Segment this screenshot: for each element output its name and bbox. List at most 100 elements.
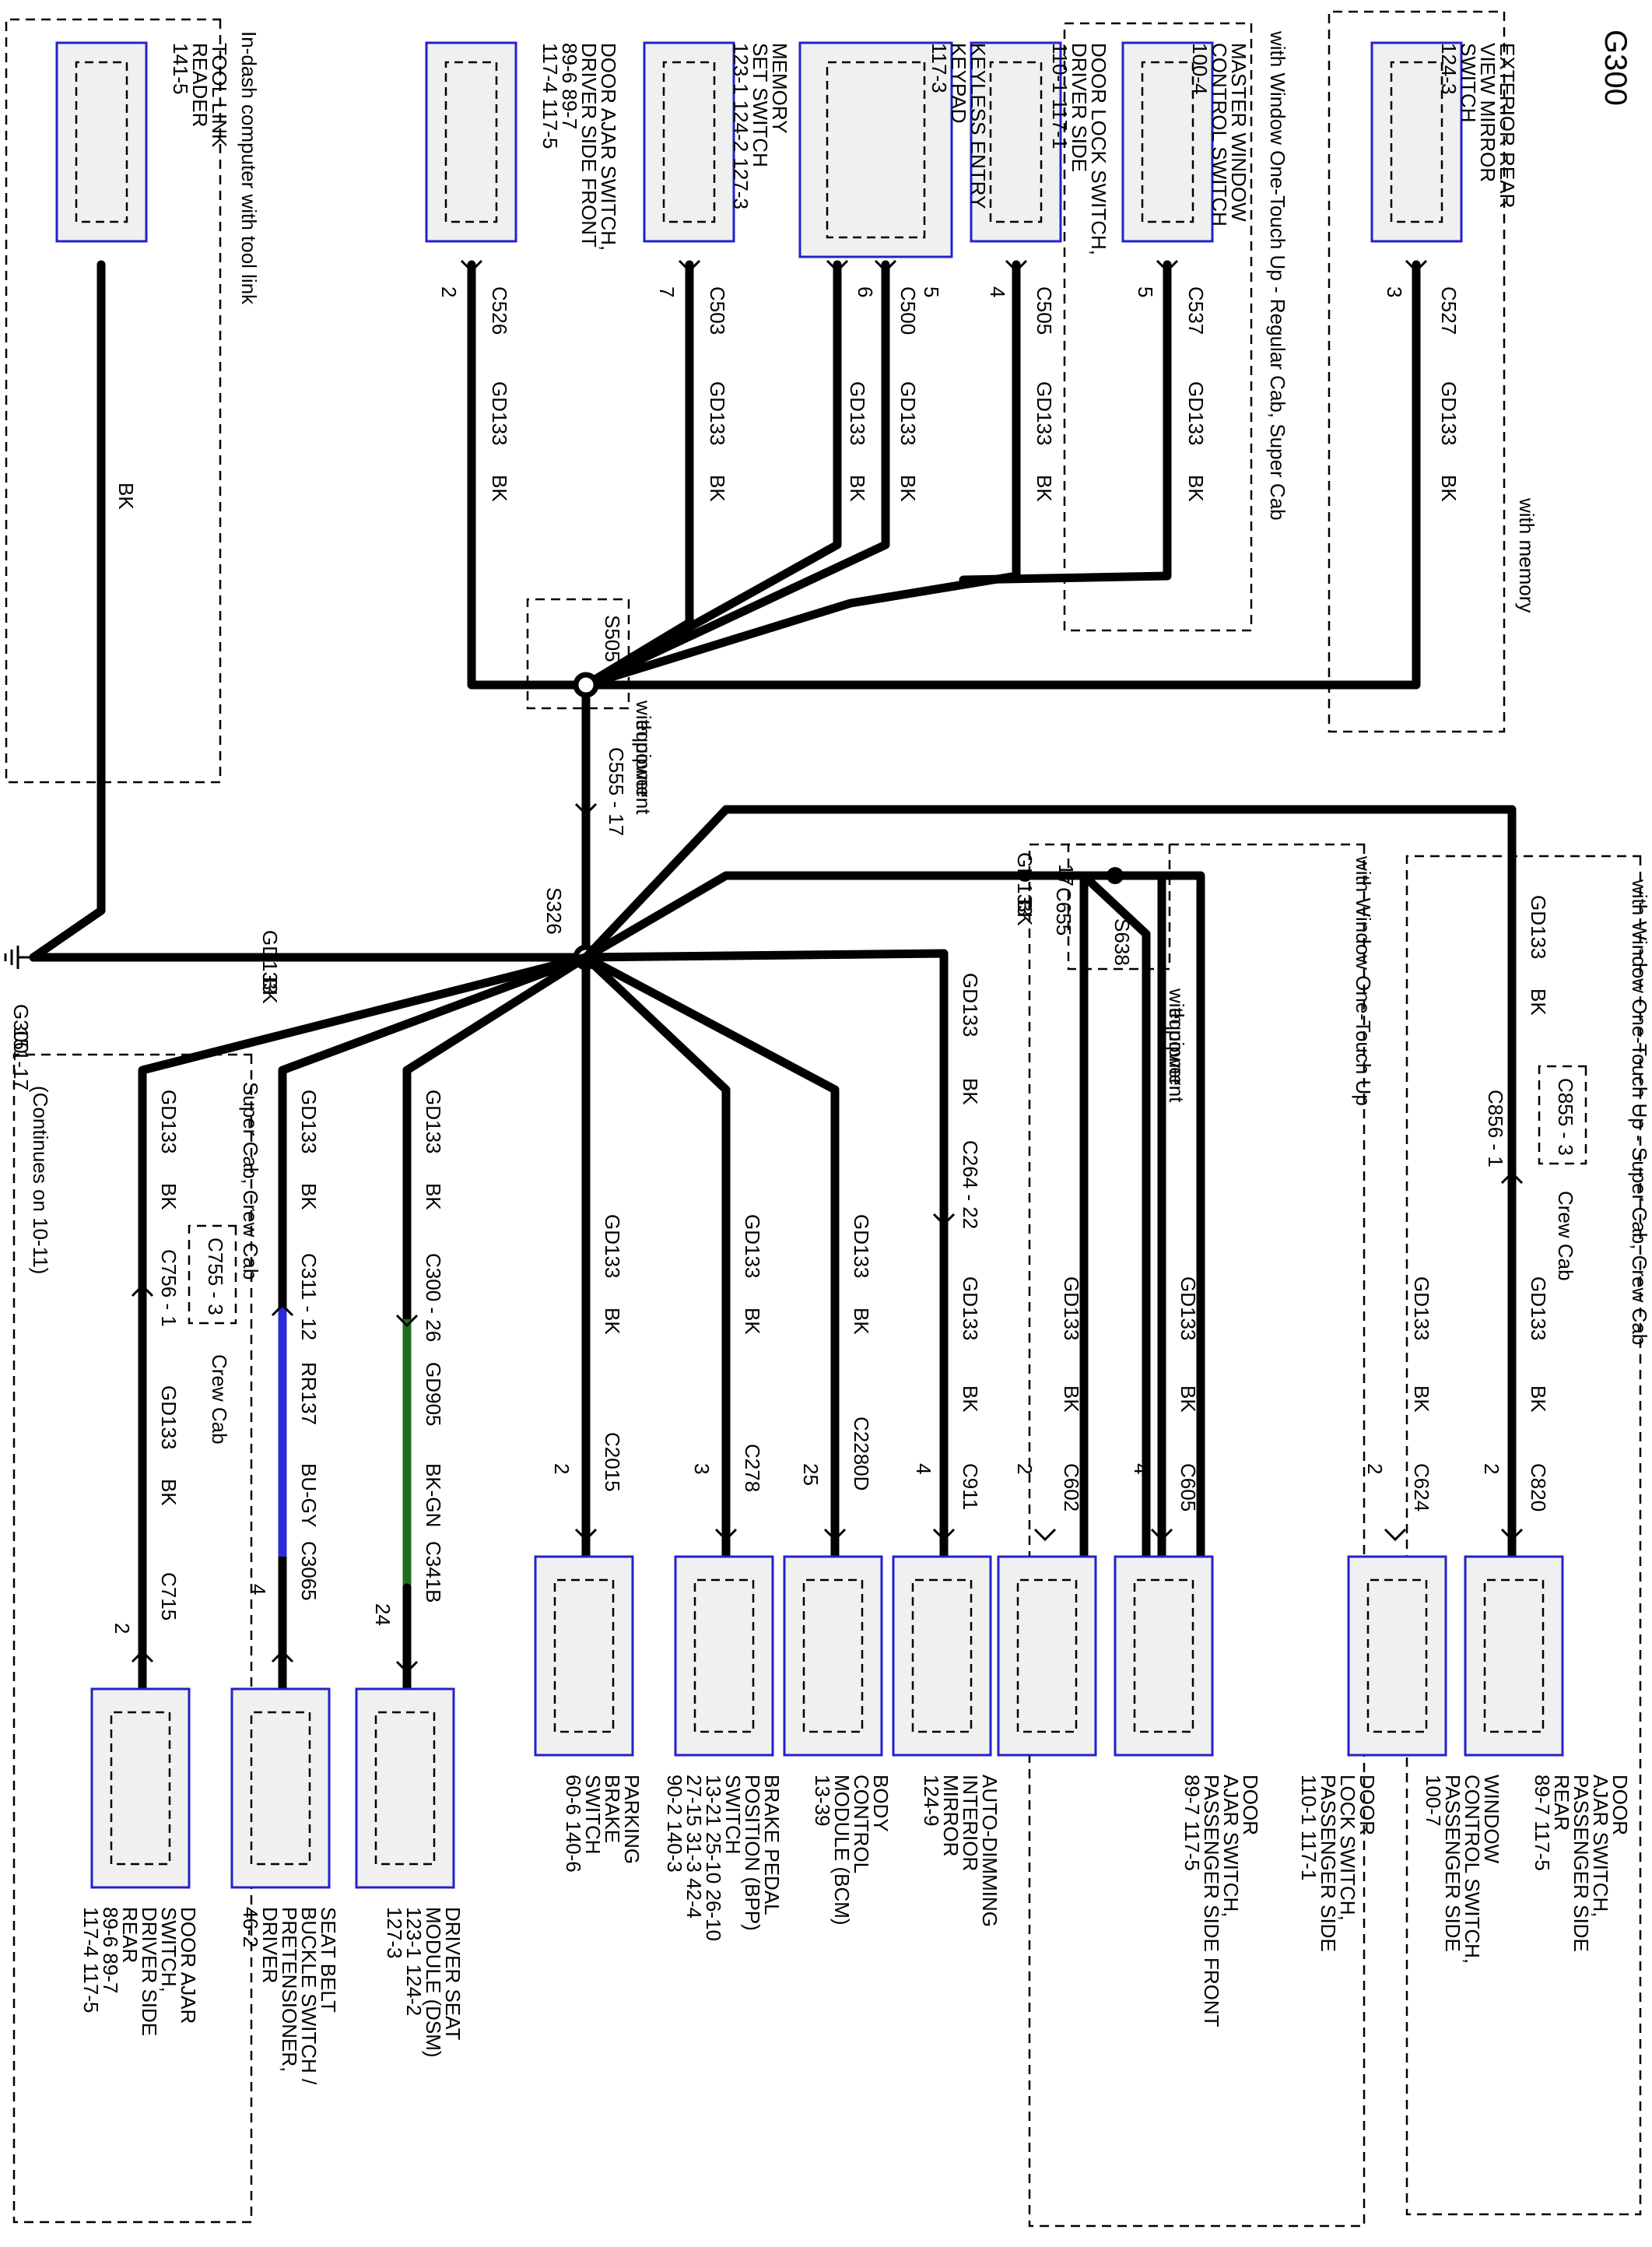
keyless-entry-component: KEYLESS ENTRY KEYPAD 117-3 xyxy=(798,41,990,258)
door-ajar-df-line2: DRIVER SIDE FRONT xyxy=(577,43,601,248)
c503-wire-gd: GD133 xyxy=(706,381,729,445)
c526-pin: 2 xyxy=(437,286,461,297)
memory-group-box xyxy=(1328,10,1506,733)
bcm-line2: CONTROL xyxy=(850,1775,873,1873)
bpp-line5: 27-15 31-3 42-4 xyxy=(682,1775,706,1919)
c855-box xyxy=(1538,1065,1587,1165)
bottom-connector-arrows xyxy=(131,1171,1524,1674)
bpp-line1: BRAKE PEDAL xyxy=(760,1775,784,1915)
one-touch-regular-group-box xyxy=(1063,22,1253,632)
c624-wire-bk: BK xyxy=(1410,1385,1433,1413)
c500-wire-bk-b: BK xyxy=(846,475,869,502)
dlp-line3: PASSENGER SIDE xyxy=(1317,1775,1340,1952)
door-ajar-driver-rear-component: DOOR AJAR SWITCH, DRIVER SIDE REAR 89-6 … xyxy=(79,1687,200,2036)
dapf-line4: 89-7 117-5 xyxy=(1180,1775,1204,1871)
pb-line1: PARKING xyxy=(620,1775,644,1864)
c311-wire-bk: BK xyxy=(297,1183,321,1210)
c755-label: C755 - 3 xyxy=(204,1238,227,1315)
c505-wire-gd: GD133 xyxy=(1033,381,1056,445)
dsm-line2: MODULE (DSM) xyxy=(422,1907,445,2058)
pb-line3: SWITCH xyxy=(581,1775,605,1855)
one-touch-label: with Window One-Touch Up xyxy=(1352,855,1375,1106)
c2015-label: C2015 xyxy=(601,1432,624,1492)
sb-line1: SEAT BELT xyxy=(317,1907,340,2013)
c537-wire-gd: GD133 xyxy=(1184,381,1208,445)
sb-line5: 46-2 xyxy=(239,1907,262,1947)
c500-wire-gd-b: GD133 xyxy=(846,381,869,445)
tool-link-component: TOOL LINK READER 141-5 xyxy=(55,41,231,243)
tool-link-wire-bk: BK xyxy=(114,483,138,510)
tool-link-line1: TOOL LINK xyxy=(208,43,231,148)
top-connector-arrows xyxy=(460,259,1428,816)
c264-wire-gd-b: GD133 xyxy=(959,1276,982,1340)
c503-pin: 7 xyxy=(655,286,679,297)
dapf-line2: AJAR SWITCH, xyxy=(1219,1775,1243,1917)
c500-pin-b: 6 xyxy=(854,286,877,297)
dlp-line4: 110-1 117-1 xyxy=(1297,1775,1321,1880)
c602-pin: 2 xyxy=(1013,1463,1036,1474)
dapf-line1: DOOR xyxy=(1239,1775,1262,1835)
door-ajar-df-line1: DOOR AJAR SWITCH, xyxy=(597,43,620,251)
memory-seat-component: MEMORY SET SWITCH 123-1 124-2 127-3 xyxy=(643,41,791,243)
door-ajar-pass-front-component: DOOR AJAR SWITCH, PASSENGER SIDE FRONT 8… xyxy=(997,1555,1262,2028)
ground-name: G300 xyxy=(9,1004,33,1054)
c278-label: C278 xyxy=(741,1444,764,1492)
c715-label: C715 xyxy=(157,1572,181,1620)
pb-line4: 60-6 140-6 xyxy=(562,1775,585,1873)
c505-pin: 4 xyxy=(986,286,1009,297)
bpp-line3: SWITCH xyxy=(721,1775,745,1855)
c605-pin: 4 xyxy=(1130,1463,1153,1474)
pb-line2: BRAKE xyxy=(601,1775,624,1843)
door-ajar-pass-rear-component: DOOR AJAR SWITCH, PASSENGER SIDE REAR 89… xyxy=(1464,1555,1632,1952)
wcp-line4: 100-7 xyxy=(1422,1775,1445,1827)
bpp-component: BRAKE PEDAL POSITION (BPP) SWITCH 13-21 … xyxy=(663,1555,784,1941)
exterior-mirror-line2: VIEW MIRROR xyxy=(1476,43,1499,182)
bottom-wires xyxy=(138,805,1517,1698)
c311-wire-gd: GD133 xyxy=(297,1090,321,1153)
c655-wire-bk: BK xyxy=(1013,899,1036,926)
bk-gn-label: BK-GN xyxy=(422,1463,445,1527)
c341b-pin: 24 xyxy=(371,1603,395,1626)
c537-label: C537 xyxy=(1184,286,1208,335)
door-lock-driver-line2: DRIVER SIDE xyxy=(1068,43,1091,172)
c624-wire-gd: GD133 xyxy=(1410,1276,1433,1340)
door-ajar-df-line4: 117-4 117-5 xyxy=(538,43,562,149)
sb-line3: PRETENSIONER, xyxy=(278,1907,301,2072)
sb-line2: BUCKLE SWITCH / xyxy=(297,1907,321,2085)
ground-bus: GD133 BK G300 151-17 (Continues on 10-11… xyxy=(4,930,591,1274)
c300-wire-bk: BK xyxy=(422,1183,445,1210)
one-touch-super-crew-box xyxy=(1405,855,1642,2216)
c2280d-wire-gd: GD133 xyxy=(850,1214,873,1278)
gd905-label: GD905 xyxy=(422,1362,445,1426)
c500-label: C500 xyxy=(896,286,920,335)
c2280d-wire-bk: BK xyxy=(850,1308,873,1335)
c278-wire-bk: BK xyxy=(741,1308,764,1335)
master-window-line2: CONTROL SWITCH xyxy=(1208,43,1231,226)
c756-label: C756 - 1 xyxy=(157,1249,181,1327)
c341b-label: C341B xyxy=(422,1541,445,1603)
memory-group-label: with memory xyxy=(1515,497,1538,613)
c605-wire-gd: GD133 xyxy=(1177,1276,1200,1340)
c2015-wire-bk: BK xyxy=(601,1308,624,1335)
c2280d-label: C2280D xyxy=(850,1417,873,1490)
crew-cab-label-1: Crew Cab xyxy=(1554,1191,1577,1281)
dsm-line3: 123-1 124-2 xyxy=(402,1907,426,2016)
s638-splice[interactable]: S638 with power equipment xyxy=(1067,843,1188,1103)
c526-wire-bk: BK xyxy=(488,475,511,502)
upper-right-gd: GD133 xyxy=(1527,895,1550,959)
s505-label: S505 xyxy=(601,615,624,662)
memory-seat-line3: 123-1 124-2 127-3 xyxy=(729,43,752,209)
c3065-pin: 4 xyxy=(247,1584,270,1595)
c505-wire-bk: BK xyxy=(1033,475,1056,502)
door-lock-driver-component: DOOR LOCK SWITCH, DRIVER SIDE 110-1 117-… xyxy=(970,41,1110,255)
s505-splice[interactable]: S505 with power equipment C555 - 17 xyxy=(526,598,655,836)
c264-wire-gd-a: GD133 xyxy=(959,973,982,1037)
bpp-line6: 90-2 140-3 xyxy=(663,1775,686,1873)
bu-gy-label: BU-GY xyxy=(297,1463,321,1527)
wcp-line1: WINDOW xyxy=(1480,1775,1503,1864)
c911-pin: 4 xyxy=(912,1463,935,1474)
c2015-wire-gd: GD133 xyxy=(601,1214,624,1278)
